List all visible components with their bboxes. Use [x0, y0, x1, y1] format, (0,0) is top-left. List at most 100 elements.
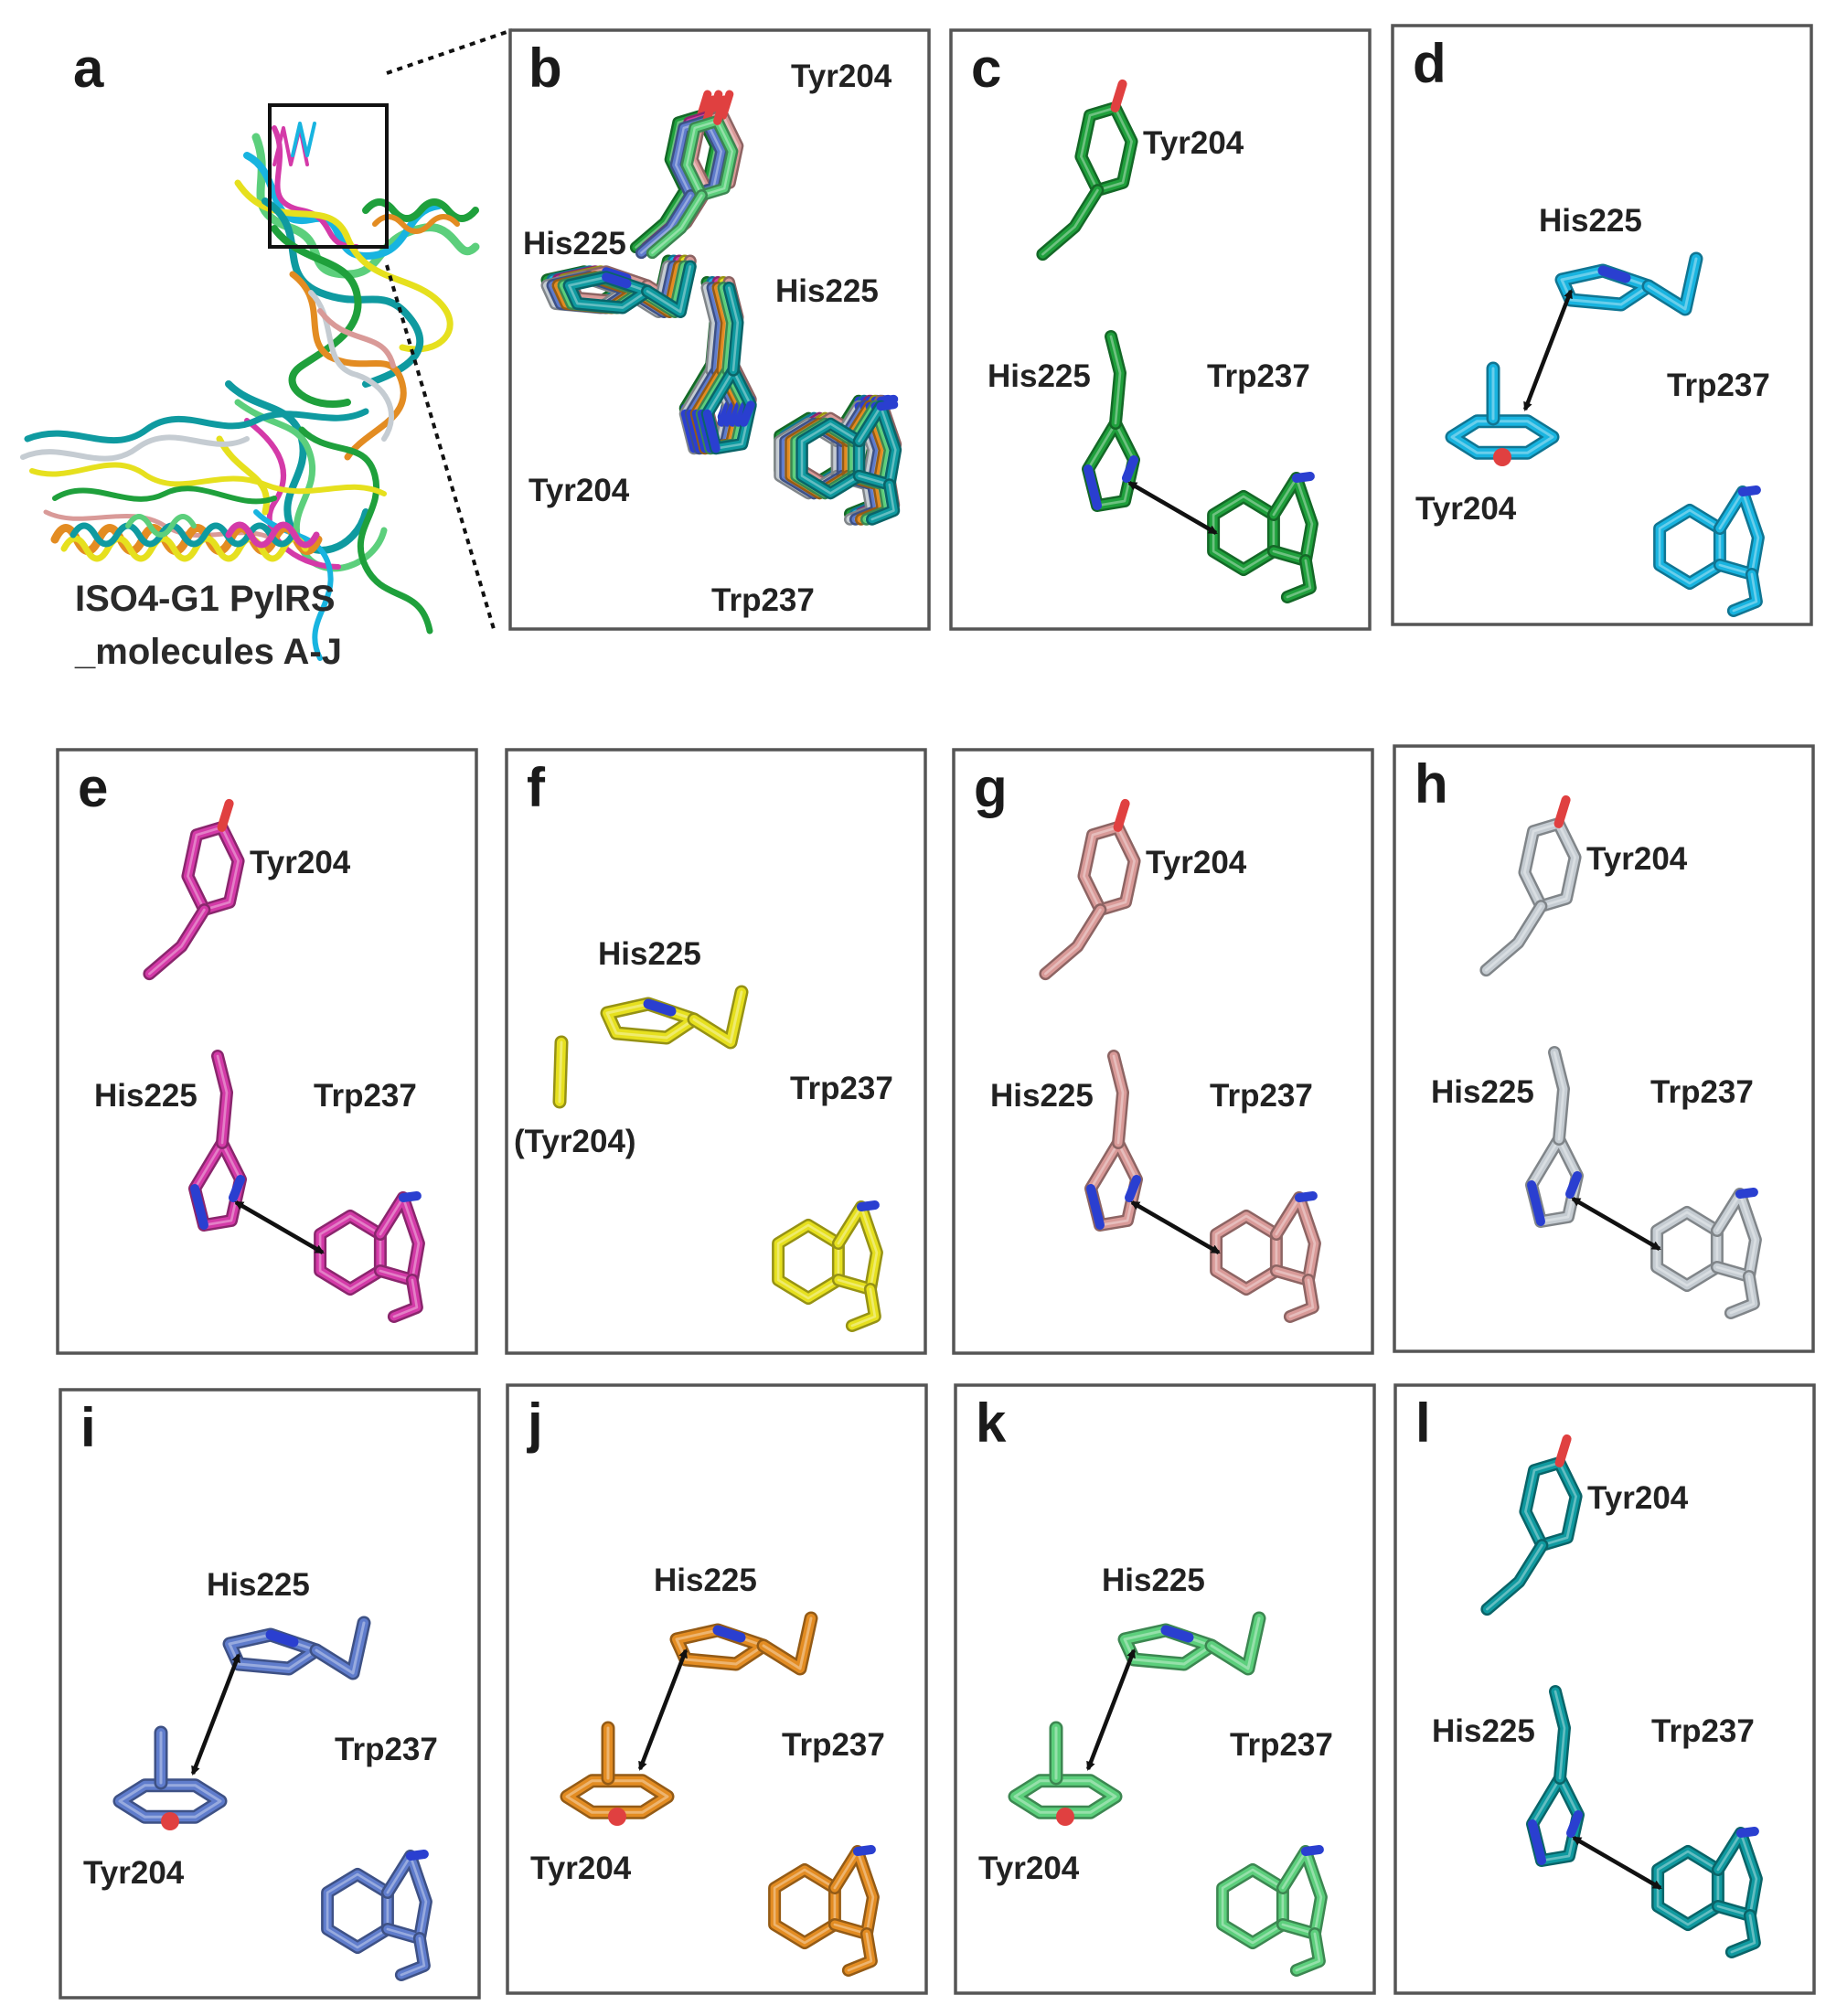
tyr204-l-hydroxyl	[1554, 1434, 1572, 1467]
trp237-j	[768, 1845, 880, 1977]
trp237-e-pyrrole	[373, 1191, 425, 1286]
tyr204-label-k: Tyr204	[978, 1851, 1080, 1886]
trp237-f-nitrogen	[856, 1200, 880, 1211]
trp237-h-stem	[1724, 1270, 1760, 1319]
panel-j-label: j	[527, 1392, 543, 1454]
tyr204-k-ring	[1008, 1774, 1123, 1819]
his225-h-stem	[1548, 1046, 1570, 1146]
panel-b-tyr204-bottom-label: Tyr204	[528, 473, 630, 508]
tyr204-l-stem	[1480, 1539, 1549, 1616]
his225-e	[188, 1050, 247, 1232]
tyr204-h-hydroxyl	[1553, 795, 1571, 828]
his225-e-ring	[188, 1136, 247, 1232]
tyr204-fragment-f	[552, 1035, 569, 1109]
his225-label-f: His225	[598, 936, 701, 972]
his225-c	[1082, 330, 1140, 512]
tyr204-c	[1036, 79, 1138, 261]
trp237-j-stem	[841, 1927, 878, 1977]
tyr204-e-hydroxyl	[217, 798, 234, 832]
sup-tyr-7-hydroxyl	[702, 95, 718, 125]
trp237-l-pyrrole	[1711, 1827, 1763, 1922]
trp237-label-d: Trp237	[1667, 368, 1770, 403]
tyr204-e-stem	[143, 903, 211, 981]
his225-label-j: His225	[654, 1563, 757, 1598]
his225-label-c: His225	[988, 358, 1091, 394]
his225-f-ring	[600, 997, 701, 1045]
trp237-j-nitrogen	[852, 1845, 876, 1856]
trp237-l-stem	[1724, 1909, 1761, 1958]
panel-c-label: c	[971, 37, 1001, 99]
sup-his-10-stem	[722, 281, 744, 377]
panel-j-frame	[506, 1383, 928, 1995]
tyr204-label-c: Tyr204	[1143, 125, 1244, 161]
panel-h-label: h	[1415, 753, 1448, 815]
panel-l-label: l	[1415, 1392, 1431, 1454]
sup-his-flat-10-stem	[641, 260, 697, 318]
trp237-c-stem	[1280, 554, 1317, 603]
protein-ribbon-cartoon	[20, 122, 480, 661]
distance-arrow-i	[190, 1653, 241, 1776]
his225-d-stem	[1641, 251, 1703, 316]
his225-e-stem	[211, 1050, 233, 1149]
his225-c-stem	[1105, 330, 1126, 430]
his225-f-stem	[687, 985, 749, 1050]
panel-g-label: g	[974, 757, 1008, 818]
trp237-i-nitrogen	[405, 1850, 429, 1861]
tyr204-i-oxygen	[161, 1812, 179, 1830]
sup-tyr-7-stem	[635, 189, 697, 260]
distance-arrow-h	[1571, 1197, 1661, 1251]
distance-arrow-l	[1572, 1836, 1662, 1890]
trp237-d	[1653, 485, 1765, 617]
tyr204-d-ring	[1445, 414, 1560, 460]
panel-d-label: d	[1413, 33, 1447, 94]
trp237-f-pyrrole	[831, 1200, 883, 1296]
overview-title-line1: ISO4-G1 PylRS	[75, 579, 336, 619]
panel-b-superposition: b Tyr204 His225 His225 Tyr204 Trp237	[508, 28, 931, 631]
superposed-molecule-10	[562, 260, 902, 526]
tyr204-h-stem	[1479, 900, 1548, 977]
distance-arrow-d	[1522, 289, 1574, 411]
distance-arrow-g	[1130, 1200, 1221, 1254]
trp237-label-l: Trp237	[1651, 1713, 1755, 1749]
tyr204-missing-label-f: (Tyr204)	[514, 1124, 636, 1159]
sup-tyr-9-hydroxyl	[713, 95, 729, 125]
trp237-label-k: Trp237	[1230, 1727, 1333, 1763]
panel-b-his225-right-label: His225	[775, 273, 879, 309]
panel-h-frame	[1393, 744, 1815, 1353]
his225-label-g: His225	[990, 1078, 1094, 1114]
tyr204-c-hydroxyl	[1110, 79, 1127, 112]
trp237-f	[772, 1200, 883, 1332]
tyr204-j-oxygen	[608, 1808, 626, 1826]
trp237-h-nitrogen	[1735, 1188, 1758, 1199]
sup-trp-10-pyrrole	[852, 400, 902, 491]
trp237-d-nitrogen	[1737, 485, 1761, 496]
tyr204-i	[112, 1725, 228, 1830]
trp237-l-nitrogen	[1735, 1827, 1759, 1838]
tyr204-label-l: Tyr204	[1587, 1480, 1689, 1516]
tyr204-label-d: Tyr204	[1415, 491, 1517, 527]
trp237-c-pyrrole	[1266, 472, 1319, 567]
distance-arrow-j	[637, 1648, 689, 1771]
panel-i-frame	[59, 1388, 481, 2000]
trp237-label-c: Trp237	[1207, 358, 1310, 394]
trp237-d-stem	[1726, 568, 1763, 617]
trp237-label-j: Trp237	[782, 1727, 885, 1763]
tyr204-g-hydroxyl	[1113, 798, 1130, 832]
trp237-j-pyrrole	[827, 1845, 880, 1940]
tyr204-k	[1008, 1721, 1123, 1826]
panel-b-his225-left-label: His225	[523, 226, 626, 261]
panel-d-frame	[1391, 24, 1813, 626]
zoom-line-top	[386, 28, 513, 75]
his225-g	[1084, 1050, 1143, 1232]
superposition-sticks	[540, 90, 902, 526]
sup-trp-10-stem	[865, 478, 901, 526]
distance-arrow-e	[234, 1200, 325, 1254]
sup-his-10	[700, 281, 757, 455]
